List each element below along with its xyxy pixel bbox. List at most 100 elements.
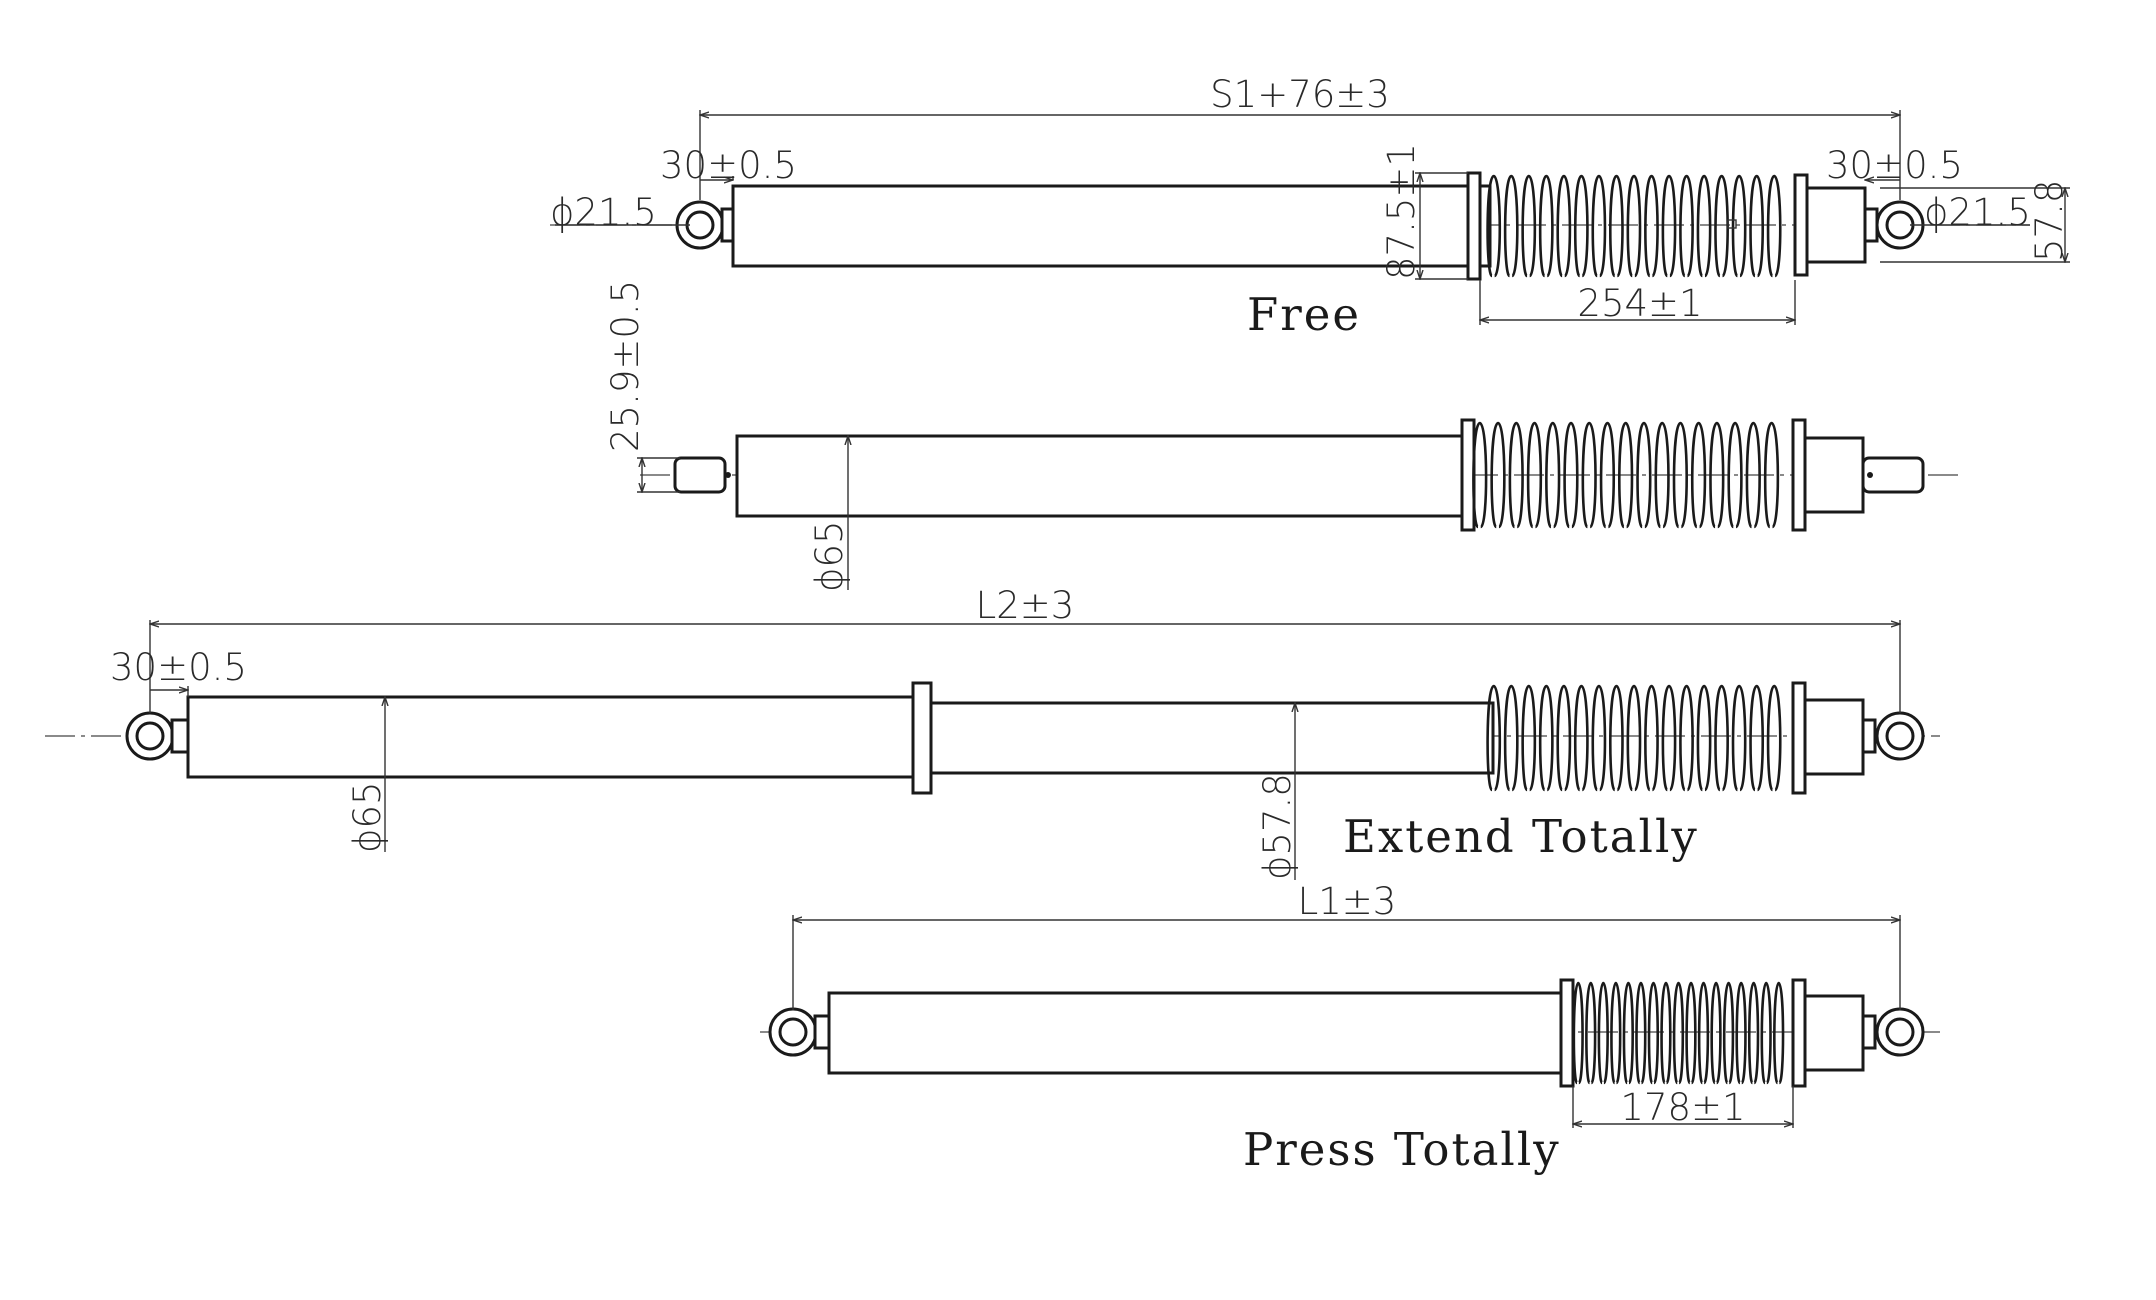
right-eye-extend: [1861, 711, 1925, 761]
spring-coil: [1538, 684, 1554, 792]
spring-coil: [1503, 684, 1519, 792]
dim-tube-dia-extend: ϕ65: [346, 782, 389, 854]
dim-tube-dia-side: ϕ65: [808, 521, 851, 593]
spring-coil: [1581, 421, 1597, 529]
piston-rod: [1805, 186, 1867, 264]
spring-coil: [1696, 684, 1712, 792]
spring-coil: [1722, 981, 1735, 1085]
spring-coil: [1599, 421, 1616, 529]
spring-coil: [1591, 174, 1607, 278]
spring-coil: [1503, 174, 1519, 278]
cylinder-tube-press: [827, 991, 1563, 1075]
spring-coil: [1636, 421, 1652, 529]
spring-coil: [1618, 421, 1634, 529]
right-end-side: [1861, 456, 1925, 494]
spring-coil: [1749, 684, 1765, 792]
spring-coil: [1609, 684, 1624, 792]
dim-end-width: 25.9±0.5: [604, 280, 647, 452]
spring-coil: [1749, 174, 1765, 278]
piston-rod-extend: [929, 701, 1495, 775]
spring-coil: [1714, 684, 1729, 792]
spring: [1486, 174, 1782, 278]
spring-coil: [1508, 421, 1524, 529]
spring-coil: [1697, 981, 1710, 1085]
spring-coil: [1690, 421, 1707, 529]
spring-coil: [1521, 684, 1537, 792]
dim-spring-length-free: 254±1: [1577, 282, 1702, 325]
view-press: L1±3 178±1 Press Totally: [760, 880, 1940, 1176]
spring-coil: [1486, 684, 1502, 792]
dim-spring-length-press: 178±1: [1620, 1086, 1745, 1129]
spring-coil: [1573, 684, 1589, 792]
spring-seat-left: [1466, 171, 1482, 281]
dim-overall-extend: L2±3: [976, 584, 1075, 627]
spring-coil: [1563, 421, 1579, 529]
spring: [1486, 684, 1782, 792]
spring-coil: [1622, 981, 1634, 1085]
left-eye-free: [675, 200, 736, 250]
guide-collar: [911, 681, 933, 795]
cylinder-tube: [731, 184, 1470, 268]
caption-free: Free: [1247, 288, 1361, 341]
dim-rod-dia-free: 57.8: [2028, 180, 2071, 262]
spring-coil: [1644, 174, 1659, 278]
cylinder-tube-extend: [186, 695, 915, 779]
spring-coil: [1556, 174, 1572, 278]
spring-coil: [1610, 981, 1622, 1085]
spring-coil: [1572, 981, 1584, 1085]
spring-coil: [1526, 421, 1543, 529]
spring-coil: [1585, 981, 1597, 1085]
spring-coil: [1773, 981, 1785, 1085]
spring-coil: [1710, 981, 1722, 1085]
spring-coil: [1635, 981, 1647, 1085]
spring-coil: [1709, 421, 1725, 529]
right-eye-press: [1861, 1007, 1925, 1057]
spring-coil: [1763, 421, 1780, 529]
spring-coil: [1573, 174, 1589, 278]
spring-coil: [1556, 684, 1572, 792]
view-extend: L2±3 30±0.5 ϕ65 ϕ57.8 Extend Totally: [45, 584, 1940, 880]
spring-coil: [1654, 421, 1670, 529]
spring-coil: [1735, 981, 1747, 1085]
spring-coil: [1714, 174, 1729, 278]
spring-coil: [1661, 174, 1677, 278]
dim-rod-dia-extend: ϕ57.8: [1256, 773, 1299, 880]
spring-coil: [1660, 981, 1672, 1085]
left-eye-extend: [125, 711, 190, 761]
view-side: 25.9±0.5 ϕ65: [604, 280, 1960, 592]
spring-coil: [1538, 174, 1554, 278]
spring-coil: [1597, 981, 1609, 1085]
spring-coil: [1626, 174, 1642, 278]
spring-coil: [1760, 981, 1772, 1085]
spring-seat-right: [1793, 173, 1809, 277]
rod-end-side: [1803, 436, 1865, 514]
spring-coil: [1626, 684, 1642, 792]
spring-coil: [1609, 174, 1624, 278]
spring-coil: [1661, 684, 1677, 792]
spring-coil: [1545, 421, 1561, 529]
left-end-side: [673, 456, 731, 494]
view-free: S1+76±3 30±0.5 30±0.5 ϕ21.5 ϕ21.5 87.5±1…: [550, 73, 2071, 341]
spring-coil: [1731, 684, 1747, 792]
spring-coil: [1644, 684, 1659, 792]
spring: [1572, 981, 1785, 1085]
spring-coil: [1696, 174, 1712, 278]
spring: [1472, 421, 1780, 529]
spring-coil: [1679, 174, 1694, 278]
cylinder-tube-side: [735, 434, 1464, 518]
dim-eye-left-dia: ϕ21.5: [550, 191, 657, 234]
dim-eye-left-offset: 30±0.5: [660, 144, 797, 187]
spring-coil: [1685, 981, 1697, 1085]
caption-press: Press Totally: [1243, 1123, 1561, 1176]
left-eye-press: [768, 1007, 831, 1057]
spring-coil: [1591, 684, 1607, 792]
spring-coil: [1679, 684, 1694, 792]
spring-coil: [1727, 421, 1743, 529]
spring-coil: [1731, 174, 1747, 278]
spring-coil: [1766, 684, 1782, 792]
dim-eye-right-offset: 30±0.5: [1826, 144, 1963, 187]
caption-extend: Extend Totally: [1343, 810, 1699, 863]
dim-eye-offset-extend: 30±0.5: [110, 646, 247, 689]
spring-coil: [1490, 421, 1506, 529]
